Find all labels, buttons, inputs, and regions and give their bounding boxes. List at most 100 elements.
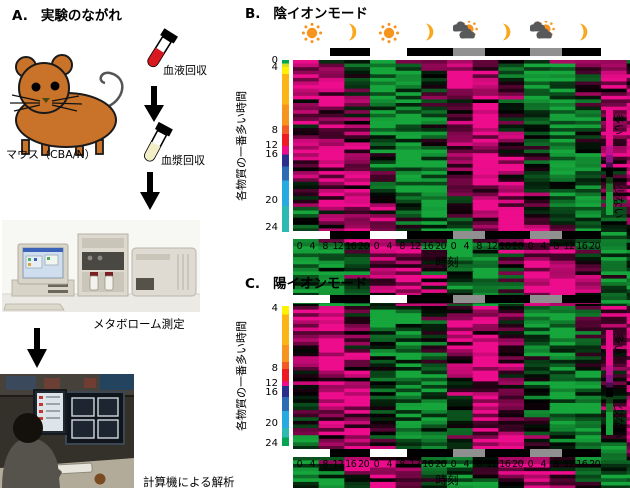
- daynight-segment: [562, 48, 601, 56]
- flow-arrow-1: [144, 86, 164, 122]
- y-axis-label-b: 各物質の一番多い時間: [235, 91, 248, 201]
- vent-lines: [177, 254, 189, 290]
- sun-cloud-icon: [530, 21, 556, 39]
- daynight-segment: [562, 295, 601, 303]
- daynight-segment: [293, 449, 330, 457]
- x-tick-label: 0: [373, 459, 380, 470]
- heatmap-positive-ion: [293, 306, 630, 488]
- blood-label: 血液回収: [163, 64, 207, 77]
- x-tick-label: 8: [399, 241, 405, 252]
- legend-low-label-b: 少ない: [612, 185, 625, 219]
- x-tick-label: 4: [540, 459, 547, 470]
- phase-tick-label: 4: [271, 302, 278, 314]
- phase-tick-label: 12: [265, 140, 278, 151]
- x-tick-label: 8: [322, 459, 328, 470]
- panel-b-title-text: 陰イオンモード: [273, 6, 368, 22]
- x-tick-label: 8: [553, 459, 559, 470]
- daynight-segment: [453, 231, 486, 239]
- daynight-segment: [485, 449, 531, 457]
- x-tick-label: 20: [512, 241, 524, 252]
- daynight-segment: [293, 48, 330, 56]
- light-dark-bar-bottom-c: [293, 449, 601, 457]
- x-tick-label: 12: [563, 459, 575, 470]
- daynight-segment: [329, 231, 370, 239]
- phase-tick-label: 24: [265, 221, 278, 233]
- x-tick-label: 16: [345, 241, 357, 252]
- plasma-label: 血漿回収: [161, 154, 205, 167]
- mouse-whiskers: [10, 94, 83, 112]
- flow-arrow-3: [27, 328, 47, 368]
- phase-tick-label: 16: [265, 149, 278, 161]
- panel-c-label: C.: [245, 276, 261, 292]
- x-tick-label: 16: [499, 459, 511, 470]
- x-tick-label: 20: [512, 459, 524, 470]
- daynight-segment: [293, 231, 330, 239]
- x-tick-label: 20: [589, 241, 601, 252]
- daynight-segment: [329, 295, 370, 303]
- x-tick-label: 12: [486, 459, 498, 470]
- daynight-segment: [406, 48, 454, 56]
- flow-arrow-2: [140, 172, 160, 210]
- legend-low-label-c: 少ない: [612, 405, 625, 439]
- panel-a-title-text: 実験のながれ: [40, 8, 122, 24]
- daynight-segment: [370, 48, 407, 56]
- daynight-segment: [370, 231, 407, 239]
- moon-icon: [348, 23, 357, 41]
- light-dark-bar-top-c: [293, 295, 601, 303]
- mouse-illustration: [10, 54, 124, 156]
- sun-icon: [302, 22, 323, 44]
- instrument-label: メタボローム測定: [93, 317, 185, 331]
- daynight-segment: [453, 295, 486, 303]
- phase-tick-label: 12: [265, 377, 278, 389]
- x-tick-label: 8: [476, 241, 482, 252]
- x-tick-label: 20: [358, 241, 370, 252]
- daynight-segment: [562, 231, 601, 239]
- x-tick-label: 12: [409, 459, 421, 470]
- blood-tube-icon: [147, 28, 178, 68]
- x-tick-label: 20: [435, 459, 447, 470]
- plasma-tube-icon: [144, 121, 173, 162]
- daynight-segment: [562, 449, 601, 457]
- phase-tick-label: 4: [271, 62, 278, 74]
- light-dark-bar-bottom: [293, 231, 601, 239]
- y-axis-label-c: 各物質の一番多い時間: [235, 321, 248, 431]
- x-tick-label: 0: [450, 241, 457, 252]
- phase-tick-label: 24: [265, 437, 278, 449]
- panel-c-title: C.陽イオンモード: [245, 272, 368, 292]
- x-tick-label: 20: [589, 459, 601, 470]
- daynight-segment: [530, 295, 563, 303]
- daynight-segment: [329, 449, 370, 457]
- x-tick-label: 8: [476, 459, 482, 470]
- x-tick-label: 4: [386, 459, 393, 470]
- x-tick-label: 20: [435, 241, 447, 252]
- x-tick-label: 8: [399, 459, 405, 470]
- x-tick-label: 4: [386, 241, 393, 252]
- x-tick-label: 12: [409, 241, 421, 252]
- mouse-label: マウス（CBA/N）: [6, 148, 96, 161]
- daynight-segment: [530, 449, 563, 457]
- x-tick-label: 16: [422, 459, 434, 470]
- daynight-segment: [485, 231, 531, 239]
- x-tick-label: 16: [422, 241, 434, 252]
- x-tick-label: 4: [463, 241, 470, 252]
- daynight-segment: [485, 295, 531, 303]
- legend-high-label-b: 多い: [612, 113, 625, 135]
- x-tick-label: 0: [296, 459, 303, 470]
- panel-a-label: A.: [12, 8, 28, 24]
- x-tick-label: 16: [576, 459, 588, 470]
- daynight-segment: [406, 231, 454, 239]
- x-tick-label: 16: [345, 459, 357, 470]
- phase-tick-label: 20: [265, 195, 278, 207]
- daynight-segment: [453, 449, 486, 457]
- computer-analysis-photo: [0, 374, 134, 488]
- phase-tick-label: 8: [271, 363, 278, 374]
- daynight-segment: [370, 449, 407, 457]
- x-axis-label-c: 時刻: [435, 473, 459, 487]
- x-tick-label: 0: [527, 459, 534, 470]
- panel-a-title: A. 実験のながれ: [12, 4, 122, 24]
- x-tick-label: 8: [553, 241, 559, 252]
- abundance-legend-colorbar-c: [606, 330, 613, 435]
